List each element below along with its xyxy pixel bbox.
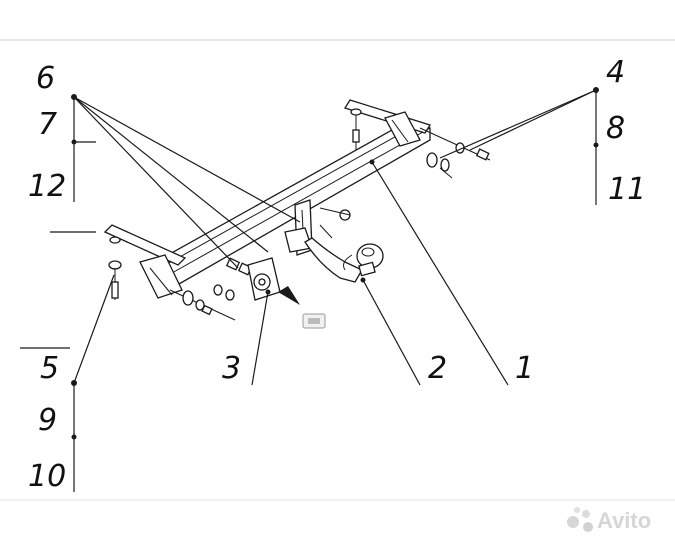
callout-10: 10: [28, 459, 66, 494]
callout-3: 3: [222, 351, 241, 386]
crossbar: [149, 119, 431, 289]
callout-11: 11: [608, 172, 646, 207]
leader-dots: [71, 87, 599, 440]
callout-12: 12: [28, 169, 66, 204]
right-bolts: [426, 142, 490, 179]
electrical-plug-icon: [302, 313, 326, 329]
avito-logo-icon: [567, 507, 593, 532]
socket-plate: [247, 257, 300, 305]
callout-labels: 6 7 12 4 8 11 5 9 10 3 2 1: [28, 55, 646, 494]
watermark: Avito: [567, 507, 651, 533]
callout-4: 4: [606, 55, 625, 90]
reference-bars: [20, 90, 597, 492]
callout-9: 9: [38, 403, 57, 438]
callout-8: 8: [606, 111, 625, 146]
callout-6: 6: [36, 61, 55, 96]
watermark-text: Avito: [597, 508, 651, 533]
leader-lines: [73, 89, 597, 386]
tow-ball: [304, 237, 384, 283]
callout-7: 7: [38, 107, 57, 142]
callout-5: 5: [40, 351, 59, 386]
callout-1: 1: [515, 351, 534, 386]
left-bolts: [182, 284, 235, 316]
callout-2: 2: [428, 351, 447, 386]
